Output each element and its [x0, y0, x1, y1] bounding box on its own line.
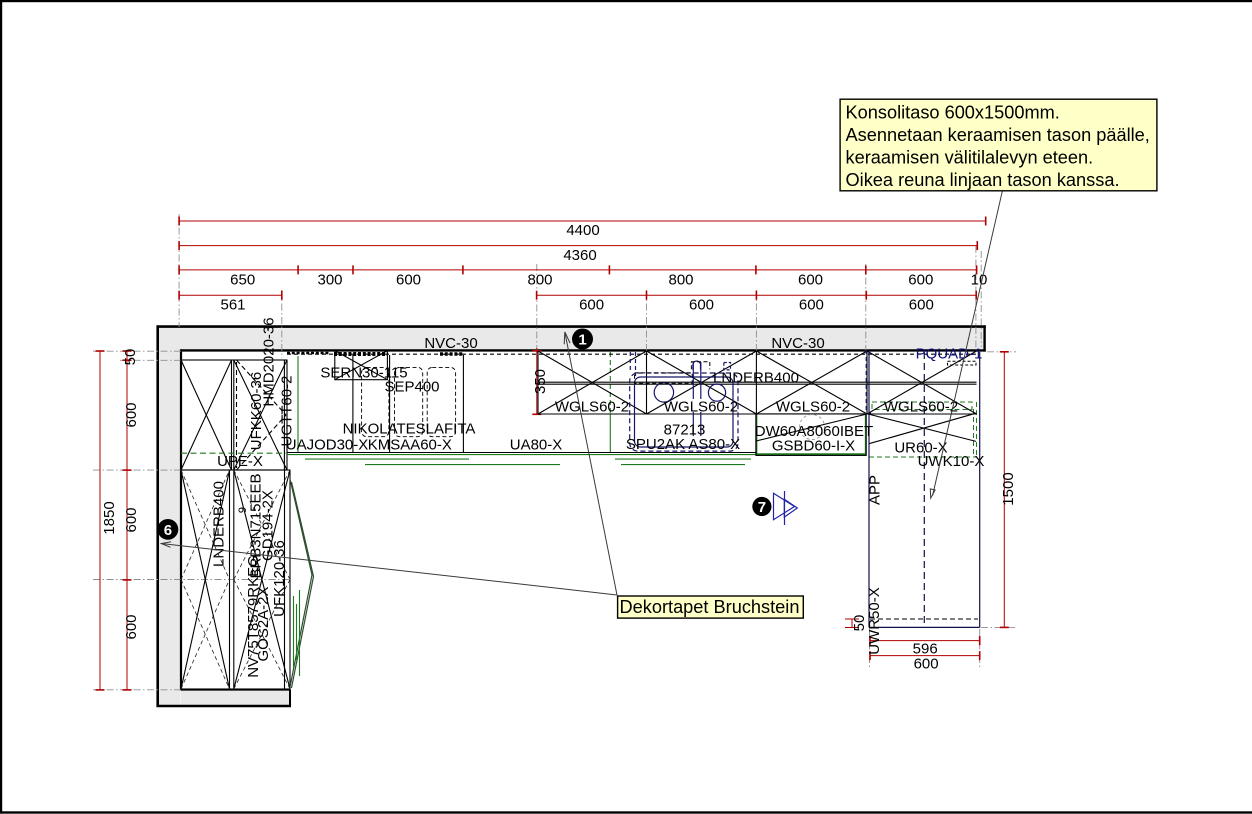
- svg-text:PQUAD-1: PQUAD-1: [916, 346, 983, 363]
- svg-text:600: 600: [909, 297, 934, 314]
- svg-text:NV75T8579RKEG: NV75T8579RKEG: [245, 555, 262, 678]
- svg-text:UR60-X: UR60-X: [894, 440, 947, 457]
- svg-text:10: 10: [971, 272, 988, 289]
- svg-text:NIKOLATESLAFITA: NIKOLATESLAFITA: [343, 421, 476, 438]
- svg-text:600: 600: [799, 297, 824, 314]
- svg-text:4360: 4360: [563, 247, 596, 264]
- svg-text:50: 50: [851, 615, 868, 632]
- svg-text:UWK10-X: UWK10-X: [918, 453, 985, 470]
- svg-text:7: 7: [758, 499, 766, 516]
- svg-text:800: 800: [527, 272, 552, 289]
- svg-text:600: 600: [908, 272, 933, 289]
- svg-text:GOS2A-2X: GOS2A-2X: [255, 586, 272, 661]
- svg-text:WGLS60-2: WGLS60-2: [664, 399, 738, 416]
- svg-text:300: 300: [317, 272, 342, 289]
- svg-text:NVC-30: NVC-30: [771, 335, 824, 352]
- svg-text:600: 600: [396, 272, 421, 289]
- svg-text:NVC-30: NVC-30: [424, 335, 477, 352]
- svg-text:LNDERB400: LNDERB400: [713, 370, 799, 387]
- svg-text:UA80-X: UA80-X: [510, 437, 563, 454]
- svg-text:UGTT60-2: UGTT60-2: [279, 376, 296, 447]
- svg-text:650: 650: [230, 272, 255, 289]
- svg-text:SPU2AK AS80-X: SPU2AK AS80-X: [626, 436, 740, 453]
- svg-text:BRB3N715EEB: BRB3N715EEB: [248, 473, 265, 578]
- svg-text:9: 9: [237, 507, 249, 513]
- svg-text:KMSAA60-X: KMSAA60-X: [368, 437, 452, 454]
- svg-text:Konsolitaso 600x1500mm.: Konsolitaso 600x1500mm.: [846, 103, 1060, 123]
- svg-text:Dekortapet Bruchstein: Dekortapet Bruchstein: [620, 597, 800, 617]
- svg-text:1500: 1500: [1000, 472, 1017, 505]
- svg-text:UAJOD30-X: UAJOD30-X: [286, 437, 369, 454]
- svg-text:Asennetaan keraamisen tason pä: Asennetaan keraamisen tason päälle,: [846, 125, 1150, 145]
- svg-text:LNDERB400: LNDERB400: [211, 481, 228, 567]
- svg-text:600: 600: [579, 297, 604, 314]
- svg-text:600: 600: [123, 614, 140, 639]
- svg-text:800: 800: [668, 272, 693, 289]
- svg-text:4400: 4400: [566, 222, 599, 239]
- svg-text:596: 596: [913, 641, 938, 658]
- svg-text:1: 1: [578, 332, 586, 349]
- svg-text:6: 6: [164, 522, 172, 539]
- svg-text:87213: 87213: [664, 422, 706, 439]
- svg-text:WGLS60-2: WGLS60-2: [884, 399, 958, 416]
- svg-text:HMD2020-36: HMD2020-36: [261, 317, 278, 406]
- svg-text:561: 561: [220, 297, 245, 314]
- svg-text:600: 600: [123, 507, 140, 532]
- svg-text:WGLS60-2: WGLS60-2: [776, 399, 850, 416]
- svg-text:600: 600: [914, 656, 939, 673]
- svg-text:DW60A8060IBET: DW60A8060IBET: [755, 423, 873, 440]
- svg-text:GSBD60-I-X: GSBD60-I-X: [772, 438, 855, 455]
- svg-text:UWR50-X: UWR50-X: [866, 587, 883, 655]
- svg-text:UPE-X: UPE-X: [217, 453, 263, 470]
- svg-text:APP: APP: [867, 475, 884, 505]
- svg-text:600: 600: [123, 402, 140, 427]
- svg-text:600: 600: [689, 297, 714, 314]
- svg-text:keraamisen välitilalevyn eteen: keraamisen välitilalevyn eteen.: [846, 148, 1094, 168]
- svg-text:50: 50: [122, 349, 139, 366]
- svg-text:GD194-2X: GD194-2X: [260, 490, 277, 561]
- svg-text:600: 600: [798, 272, 823, 289]
- svg-text:WGLS60-2: WGLS60-2: [555, 399, 629, 416]
- svg-text:Oikea reuna linjaan tason kans: Oikea reuna linjaan tason kanssa.: [846, 170, 1120, 190]
- svg-text:350: 350: [532, 369, 549, 394]
- svg-text:1850: 1850: [101, 501, 118, 534]
- svg-text:UFK120-36: UFK120-36: [271, 540, 288, 617]
- svg-text:SEP400: SEP400: [384, 379, 439, 396]
- svg-text:UFKK60-36: UFKK60-36: [248, 372, 265, 450]
- svg-text:SERN30-115: SERN30-115: [320, 365, 407, 382]
